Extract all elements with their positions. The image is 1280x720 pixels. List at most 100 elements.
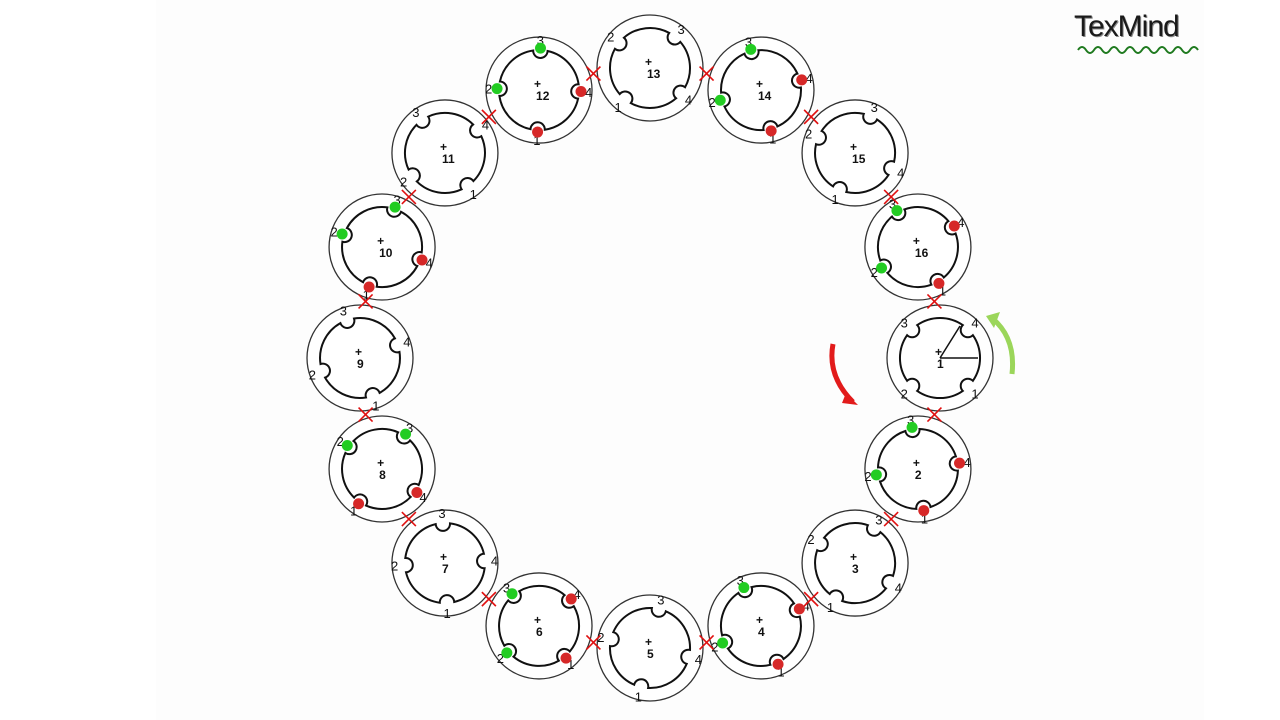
- red-dot: [772, 658, 784, 670]
- green-dot: [906, 421, 918, 433]
- center-plus: +: [377, 456, 384, 470]
- port-label: 3: [503, 581, 510, 596]
- green-dot: [400, 428, 412, 440]
- center-plus: +: [377, 234, 384, 248]
- port-label: 3: [412, 105, 419, 120]
- center-plus: +: [756, 613, 763, 627]
- inner-gear: [876, 427, 959, 510]
- red-dot: [954, 457, 966, 469]
- contact-cross: [926, 293, 942, 309]
- contact-cross: [585, 66, 601, 82]
- logo-text: TexMind: [1074, 10, 1180, 43]
- port-label: 3: [875, 512, 882, 527]
- unit-id-label: 11: [442, 152, 455, 166]
- port-label: 1: [971, 386, 978, 401]
- port-label: 4: [803, 599, 810, 614]
- center-plus: +: [534, 613, 541, 627]
- inner-gear: [814, 522, 897, 605]
- port-label: 1: [372, 398, 379, 413]
- port-label: 2: [708, 95, 715, 110]
- inner-gear: [498, 584, 581, 667]
- green-dot: [738, 582, 750, 594]
- port-label: 4: [585, 85, 592, 100]
- port-label: 2: [337, 434, 344, 449]
- port-label: 4: [957, 215, 964, 230]
- red-dot: [933, 277, 945, 289]
- contact-cross: [358, 407, 374, 423]
- port-label: 3: [537, 33, 544, 48]
- port-label: 3: [737, 573, 744, 588]
- red-dot: [560, 652, 572, 664]
- port-label: 1: [832, 192, 839, 207]
- port-label: 3: [340, 304, 347, 319]
- unit-id-label: 7: [442, 562, 449, 576]
- contact-cross: [358, 293, 374, 309]
- red-dot: [416, 254, 428, 266]
- inner-gear: [341, 428, 423, 510]
- unit-id-label: 5: [647, 647, 654, 661]
- unit-3: +3 1 2 3 4: [801, 509, 909, 617]
- red-dot: [565, 593, 577, 605]
- inner-gear: [609, 27, 691, 109]
- green-dot: [891, 205, 903, 217]
- contact-cross: [481, 109, 497, 125]
- green-dot: [534, 42, 546, 54]
- red-dot: [363, 281, 375, 293]
- unit-id-label: 16: [915, 246, 929, 260]
- port-label: 1: [615, 100, 622, 115]
- red-dot: [411, 486, 423, 498]
- port-label: 4: [573, 587, 580, 602]
- contact-cross: [883, 511, 899, 527]
- port-label: 2: [805, 126, 812, 141]
- contact-cross: [803, 591, 819, 607]
- unit-id-label: 12: [536, 89, 550, 103]
- inner-gear: [341, 206, 424, 289]
- contact-cross: [585, 634, 601, 650]
- port-label: 1: [635, 690, 642, 705]
- port-label: 1: [827, 600, 834, 615]
- texmind-logo: TexMind: [1070, 6, 1210, 56]
- arrow-head-green-icon: [986, 312, 1000, 328]
- port-label: 4: [695, 652, 702, 667]
- port-label: 1: [363, 288, 370, 303]
- port-label: 4: [897, 165, 904, 180]
- red-dot: [918, 505, 930, 517]
- green-dot: [717, 637, 729, 649]
- unit-id-label: 1: [937, 357, 944, 371]
- port-label: 3: [907, 412, 914, 427]
- contact-cross: [699, 66, 715, 82]
- red-dot: [793, 603, 805, 615]
- port-label: 4: [403, 335, 410, 350]
- green-dot: [491, 83, 503, 95]
- center-plus: +: [850, 550, 857, 564]
- port-label: 2: [607, 30, 614, 45]
- center-plus: +: [355, 345, 362, 359]
- port-label: 3: [901, 316, 908, 331]
- port-label: 4: [963, 455, 970, 470]
- rotation-arrow-green: [990, 316, 1016, 375]
- port-label: 2: [711, 639, 718, 654]
- contact-cross: [401, 511, 417, 527]
- unit-id-label: 3: [852, 562, 859, 576]
- red-dot: [796, 74, 808, 86]
- unit-id-label: 15: [852, 152, 866, 166]
- port-label: 2: [807, 532, 814, 547]
- port-label: 2: [497, 651, 504, 666]
- port-label: 3: [657, 592, 664, 607]
- green-dot: [336, 228, 348, 240]
- port-label: 4: [971, 316, 978, 331]
- port-label: 2: [485, 81, 492, 96]
- port-label: 1: [533, 133, 540, 148]
- green-dot: [870, 469, 882, 481]
- center-plus: +: [534, 77, 541, 91]
- port-label: 1: [567, 657, 574, 672]
